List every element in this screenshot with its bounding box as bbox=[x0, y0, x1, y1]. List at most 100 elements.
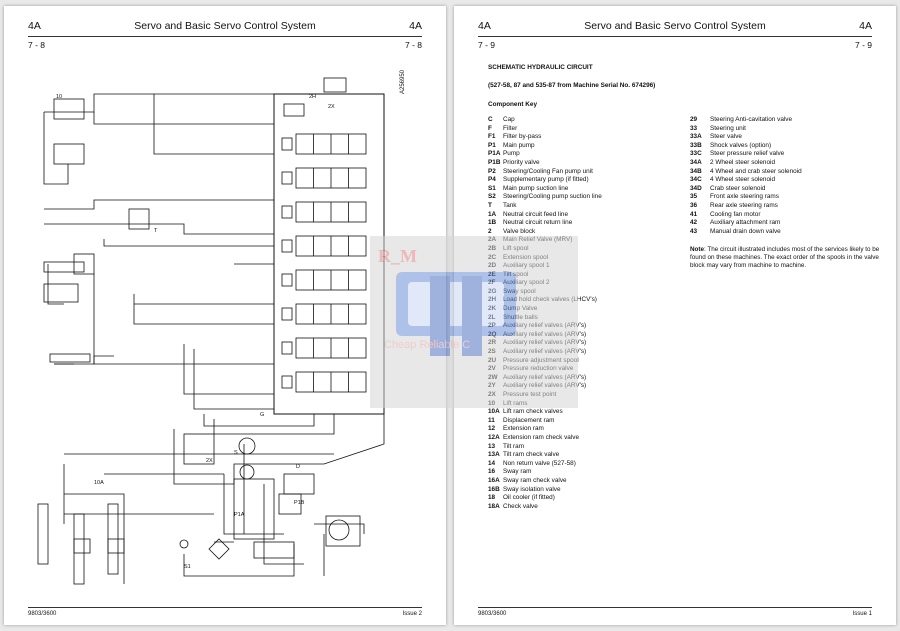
component-code: 33C bbox=[690, 150, 702, 158]
schematic-label: D bbox=[296, 464, 300, 470]
hydraulic-line bbox=[223, 474, 284, 535]
header-rule bbox=[28, 36, 422, 37]
steering-unit bbox=[233, 478, 275, 540]
schematic-label: S1 bbox=[184, 564, 191, 570]
component-code: 34D bbox=[690, 184, 702, 192]
component-description: Check valve bbox=[503, 502, 538, 510]
section-number-right: 4A bbox=[859, 20, 872, 32]
component-description: Sway ram check valve bbox=[503, 476, 567, 484]
component-code: T bbox=[488, 201, 492, 209]
hydraulic-line bbox=[314, 523, 365, 534]
component-code: 35 bbox=[690, 193, 698, 201]
check-valve bbox=[73, 253, 95, 275]
component-description: 2 Wheel steer solenoid bbox=[710, 158, 776, 166]
schematic-label: 2X bbox=[328, 104, 335, 110]
component-code: 14 bbox=[488, 459, 496, 467]
hydraulic-line bbox=[193, 349, 274, 410]
component-code: 16A bbox=[488, 476, 500, 484]
component-description: Oil cooler (if fitted) bbox=[503, 494, 555, 502]
component-description: Extension ram check valve bbox=[503, 433, 580, 441]
component-code: 43 bbox=[690, 227, 698, 235]
page-number: 7 - 8 bbox=[28, 40, 46, 50]
component-code: 41 bbox=[690, 210, 698, 218]
component-code: 18A bbox=[488, 502, 500, 510]
component-code: P1 bbox=[488, 141, 496, 149]
component-description: Main pump bbox=[503, 141, 535, 149]
check-valve bbox=[53, 143, 85, 165]
note-label: Note bbox=[690, 246, 704, 253]
component-code: 34B bbox=[690, 167, 702, 175]
component-description: Displacement ram bbox=[503, 416, 555, 424]
component-description: Sway ram bbox=[503, 468, 532, 476]
component-key-row: 42 Auxiliary attachment ram bbox=[690, 219, 880, 228]
hydraulic-line bbox=[47, 264, 64, 305]
component-code: 16B bbox=[488, 485, 500, 493]
page-number-right: 7 - 9 bbox=[854, 40, 872, 50]
hydraulic-line bbox=[43, 112, 69, 185]
page-number-right: 7 - 8 bbox=[404, 40, 422, 50]
footer-doc-number: 9803/3600 bbox=[28, 611, 57, 617]
check-valve bbox=[53, 98, 85, 120]
component-description: Non return valve (527-58) bbox=[503, 459, 576, 467]
component-code: 13A bbox=[488, 451, 500, 459]
manual-drain-valve bbox=[323, 77, 347, 93]
hydraulic-line bbox=[203, 414, 315, 427]
component-description: Priority valve bbox=[503, 158, 540, 166]
oil-cooler bbox=[325, 515, 361, 547]
hydraulic-line bbox=[233, 414, 385, 484]
component-description: Filter bbox=[503, 124, 518, 132]
note-text: : The circuit illustrated includes most … bbox=[690, 246, 880, 269]
component-code: 34A bbox=[690, 158, 702, 166]
displacement-ram bbox=[49, 353, 91, 363]
component-description: Auxiliary attachment ram bbox=[710, 219, 781, 227]
lift-ram bbox=[37, 503, 49, 565]
hydraulic-line bbox=[173, 429, 234, 485]
component-description: 4 Wheel steer solenoid bbox=[710, 176, 776, 184]
extension-ram bbox=[73, 513, 85, 585]
hydraulic-line bbox=[44, 199, 274, 210]
footer-doc-number: 9803/3600 bbox=[478, 611, 507, 617]
check-valve bbox=[73, 538, 91, 554]
schematic-label: 2H bbox=[309, 94, 316, 100]
component-code: 11 bbox=[488, 416, 495, 424]
component-description: Crab steer solenoid bbox=[710, 184, 766, 192]
component-description: Steer valve bbox=[710, 133, 742, 141]
valve-spools bbox=[281, 133, 367, 393]
component-description: Neutral circuit feed line bbox=[503, 210, 569, 218]
hydraulic-line bbox=[44, 223, 274, 235]
component-description: Steering/Cooling Fan pump unit bbox=[503, 167, 593, 175]
schematic-label: T bbox=[154, 228, 158, 234]
header-rule bbox=[478, 36, 872, 37]
relief-valve bbox=[281, 137, 293, 151]
hydraulic-line bbox=[183, 544, 295, 577]
section-number: 4A bbox=[28, 20, 41, 32]
component-description: Steering Anti-cavitation valve bbox=[710, 116, 793, 123]
solenoid-valve bbox=[278, 493, 302, 515]
component-code: 42 bbox=[690, 219, 698, 227]
watermark-logo: R_M Cheap Reliable C bbox=[370, 236, 578, 408]
component-description: 4 Wheel and crab steer solenoid bbox=[710, 167, 802, 175]
right-page: 4A Servo and Basic Servo Control System … bbox=[454, 6, 896, 625]
page-number: 7 - 9 bbox=[478, 40, 496, 50]
component-code: 16 bbox=[488, 468, 496, 476]
component-key-row: 11 Displacement ram bbox=[488, 417, 688, 426]
component-description: Steering unit bbox=[710, 124, 746, 132]
component-description: Extension ram bbox=[503, 425, 544, 433]
note-paragraph: Note: The circuit illustrated includes m… bbox=[690, 246, 884, 270]
